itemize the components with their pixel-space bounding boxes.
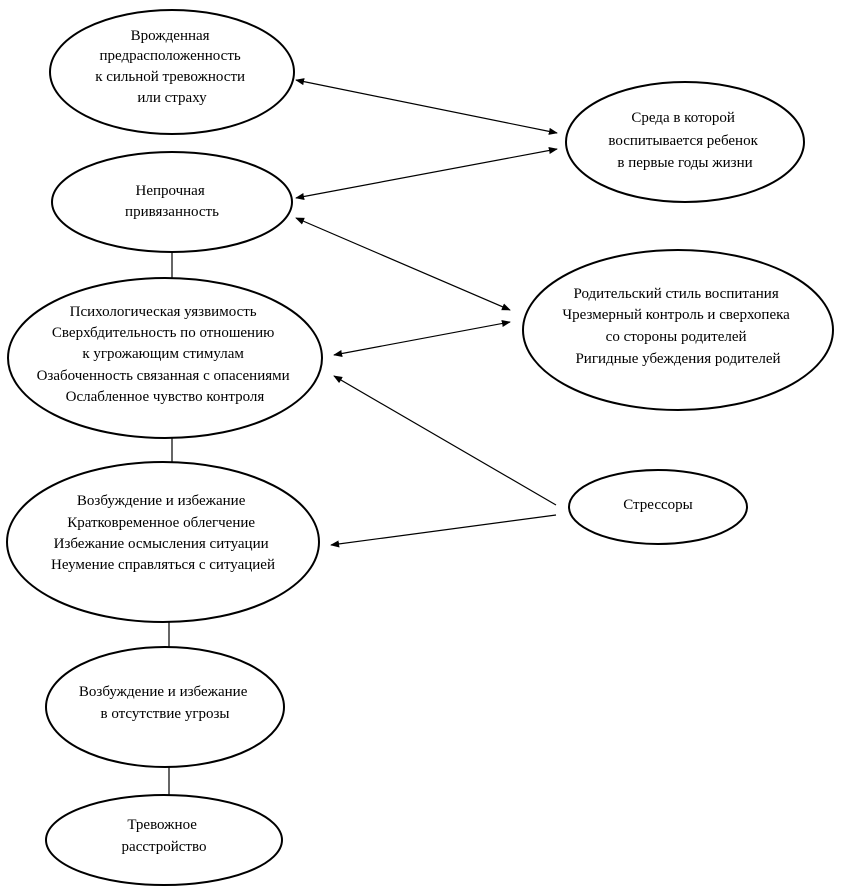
- node-parenting-style-text: Родительский стиль воспитания Чрезмерный…: [562, 286, 793, 367]
- arrow-innate-environment: [295, 78, 558, 135]
- node-anxiety-disorder-text: Тревожное расстройство: [122, 817, 207, 855]
- node-stressors-text: Стрессоры: [623, 497, 692, 513]
- node-arousal-no-threat: Возбуждение и избежание в отсутствие угр…: [45, 646, 285, 768]
- node-arousal-no-threat-text: Возбуждение и избежание в отсутствие угр…: [79, 684, 251, 722]
- node-arousal-avoidance-text: Возбуждение и избежание Кратковременное …: [51, 493, 275, 573]
- arrow-attachment-parenting: [295, 217, 511, 311]
- node-parenting-style: Родительский стиль воспитания Чрезмерный…: [522, 249, 834, 411]
- arrow-attachment-environment: [295, 146, 558, 201]
- node-stressors: Стрессоры: [568, 469, 748, 545]
- node-insecure-attachment: Непрочная привязанность: [51, 151, 293, 253]
- connectors: [165, 78, 558, 807]
- arrow-vulnerability-parenting: [333, 319, 511, 358]
- node-insecure-attachment-text: Непрочная привязанность: [125, 183, 219, 220]
- node-environment-text: Среда в которой воспитывается ребенок в …: [608, 110, 761, 171]
- node-innate-predisposition: Врожденная предрасположенность к сильной…: [49, 9, 295, 135]
- node-psychological-vulnerability: Психологическая уязвимость Сверхбдительн…: [7, 277, 323, 439]
- node-environment: Среда в которой воспитывается ребенок в …: [565, 81, 805, 203]
- node-arousal-avoidance: Возбуждение и избежание Кратковременное …: [6, 461, 320, 623]
- node-vulnerability-text: Психологическая уязвимость Сверхбдительн…: [37, 304, 294, 405]
- arrow-stressors-arousal: [330, 514, 557, 548]
- node-anxiety-disorder: Тревожное расстройство: [45, 794, 283, 886]
- arrow-stressors-vulnerability: [333, 375, 557, 506]
- node-innate-text: Врожденная предрасположенность к сильной…: [95, 28, 249, 106]
